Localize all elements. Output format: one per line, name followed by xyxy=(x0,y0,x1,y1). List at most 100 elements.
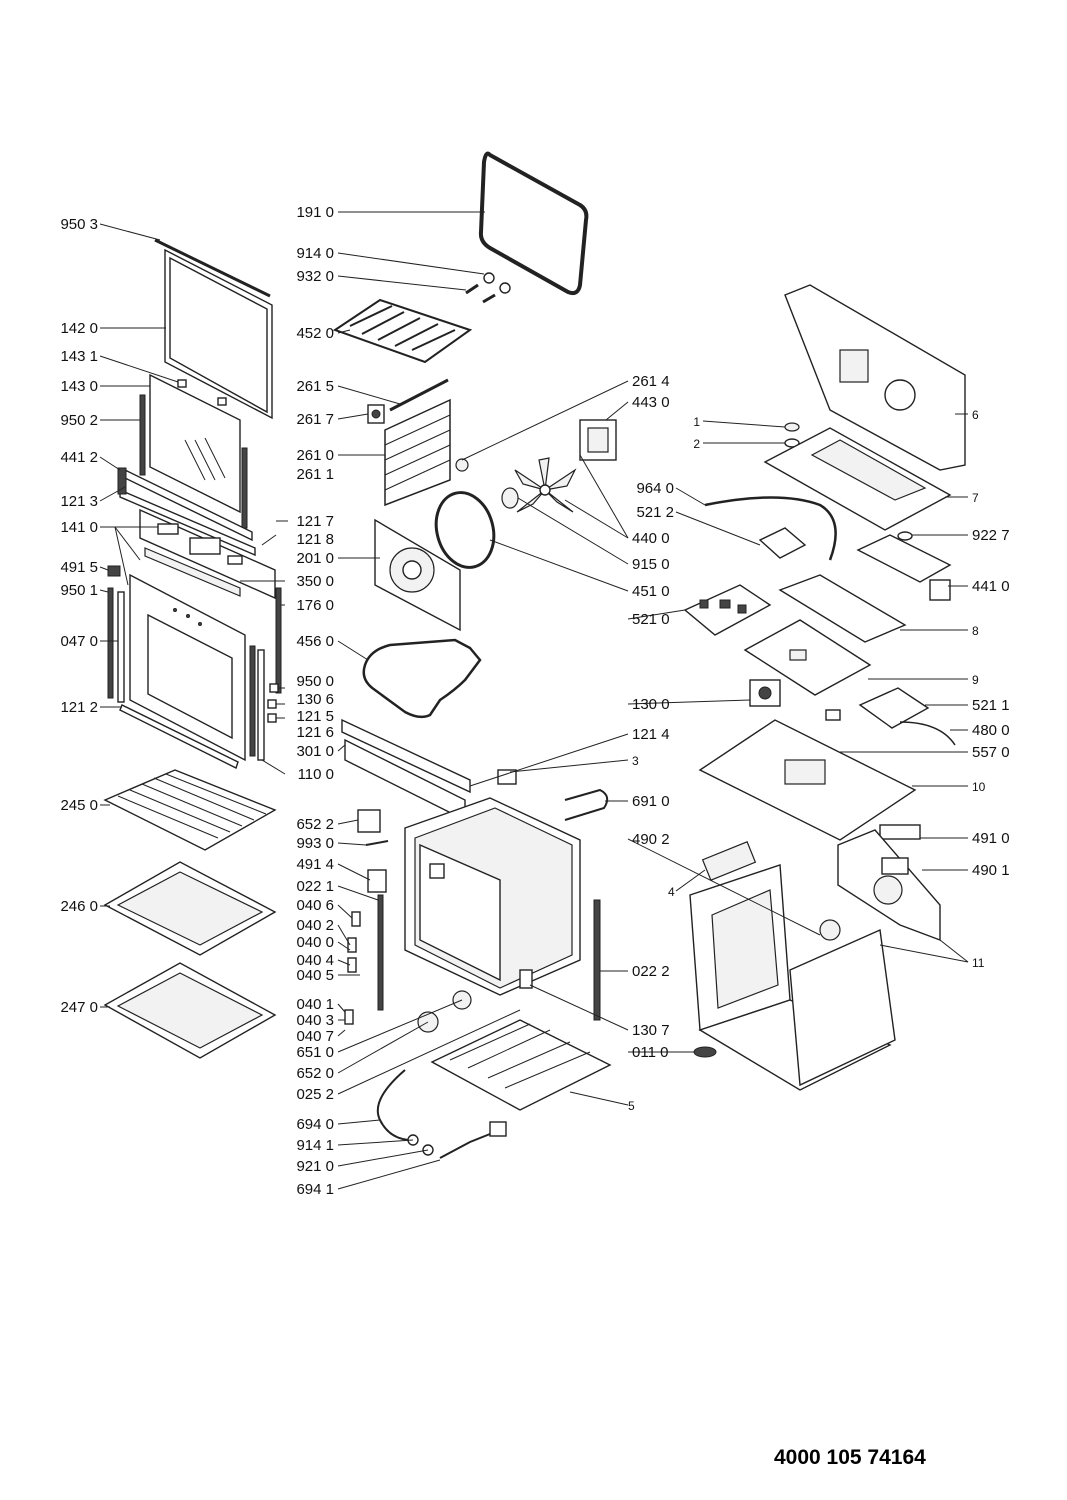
callout-label: 950 1 xyxy=(60,582,98,599)
callout-label: 993 0 xyxy=(296,835,334,852)
callout-label: 176 0 xyxy=(296,597,334,614)
callout-label: 1 xyxy=(693,415,700,429)
callout-label: 301 0 xyxy=(296,743,334,760)
callout-label: 022 2 xyxy=(632,963,670,980)
callout-label: 121 7 xyxy=(296,513,334,530)
callout-label: 456 0 xyxy=(296,633,334,650)
callout-label: 521 1 xyxy=(972,697,1010,714)
callout-label: 350 0 xyxy=(296,573,334,590)
callout-label: 110 0 xyxy=(298,766,334,783)
callout-label: 922 7 xyxy=(972,527,1010,544)
housing-and-brackets xyxy=(689,284,966,1091)
callout-label: 2 xyxy=(693,437,700,451)
door-assembly xyxy=(107,238,282,769)
callout-label: 121 2 xyxy=(60,699,98,716)
callout-label: 440 0 xyxy=(632,530,670,547)
callout-label: 025 2 xyxy=(296,1086,334,1103)
middle-callouts: 261 4 443 0 440 0 915 0 451 0 521 0 130 … xyxy=(628,373,675,1113)
callout-label: 121 3 xyxy=(60,493,98,510)
callout-label: 246 0 xyxy=(60,898,98,915)
callout-label: 6 xyxy=(972,408,979,422)
callout-label: 452 0 xyxy=(296,325,334,342)
callout-label: 491 0 xyxy=(972,830,1010,847)
callout-label: 247 0 xyxy=(60,999,98,1016)
callout-label: 040 4 xyxy=(296,952,334,969)
oven-cavity xyxy=(341,718,612,1159)
callout-label: 141 0 xyxy=(60,519,98,536)
callout-label: 652 0 xyxy=(296,1065,334,1082)
fan-motor-and-controls xyxy=(501,419,837,707)
callout-label: 121 8 xyxy=(296,531,334,548)
callout-label: 261 0 xyxy=(296,447,334,464)
callout-label: 7 xyxy=(972,491,979,505)
callout-label: 040 6 xyxy=(296,897,334,914)
callout-label: 040 3 xyxy=(296,1012,334,1029)
callout-label: 521 0 xyxy=(632,611,670,628)
callout-label: 040 0 xyxy=(296,934,334,951)
callout-label: 557 0 xyxy=(972,744,1010,761)
callout-label: 491 4 xyxy=(296,856,334,873)
callout-label: 040 2 xyxy=(296,917,334,934)
callout-label: 521 2 xyxy=(636,504,674,521)
document-number: 4000 105 74164 xyxy=(774,1446,926,1469)
callout-label: 10 xyxy=(972,780,986,794)
callout-label: 490 1 xyxy=(972,862,1010,879)
callout-label: 191 0 xyxy=(296,204,334,221)
callout-label: 5 xyxy=(628,1099,635,1113)
callout-label: 950 0 xyxy=(296,673,334,690)
callout-label: 964 0 xyxy=(636,480,674,497)
callout-label: 130 6 xyxy=(296,691,334,708)
callout-label: 921 0 xyxy=(296,1158,334,1175)
callout-label: 011 0 xyxy=(632,1044,668,1061)
oven-racks xyxy=(103,769,277,1059)
callout-label: 480 0 xyxy=(972,722,1010,739)
callout-label: 121 5 xyxy=(296,708,334,725)
callout-label: 443 0 xyxy=(632,394,670,411)
callout-label: 022 1 xyxy=(296,878,334,895)
callout-label: 694 1 xyxy=(296,1181,334,1198)
callout-label: 491 5 xyxy=(60,559,98,576)
callout-label: 914 1 xyxy=(296,1137,334,1154)
callout-label: 9 xyxy=(972,673,979,687)
callout-label: 651 0 xyxy=(296,1044,334,1061)
center-upper-callouts: 191 0 914 0 932 0 452 0 261 5 261 7 261 … xyxy=(296,204,334,783)
callout-label: 143 1 xyxy=(60,348,98,365)
callout-label: 950 3 xyxy=(60,216,98,233)
callout-label: 441 2 xyxy=(60,449,98,466)
callout-label: 201 0 xyxy=(296,550,334,567)
callout-label: 694 0 xyxy=(296,1116,334,1133)
callout-label: 261 7 xyxy=(296,411,334,428)
callout-label: 652 2 xyxy=(296,816,334,833)
callout-label: 142 0 xyxy=(60,320,98,337)
callout-label: 441 0 xyxy=(972,578,1010,595)
callout-label: 121 4 xyxy=(632,726,670,743)
callout-label: 143 0 xyxy=(60,378,98,395)
callout-label: 261 1 xyxy=(296,466,334,483)
callout-label: 932 0 xyxy=(296,268,334,285)
callout-label: 130 7 xyxy=(632,1022,670,1039)
callout-label: 11 xyxy=(972,956,985,970)
callout-label: 261 4 xyxy=(632,373,670,390)
callout-label: 040 1 xyxy=(296,996,334,1013)
callout-label: 261 5 xyxy=(296,378,334,395)
callout-label: 047 0 xyxy=(60,633,98,650)
callout-label: 914 0 xyxy=(296,245,334,262)
callout-label: 451 0 xyxy=(632,583,670,600)
callout-label: 3 xyxy=(632,754,639,768)
callout-label: 691 0 xyxy=(632,793,670,810)
left-callouts: 950 3 142 0 143 1 143 0 950 2 441 2 121 … xyxy=(60,216,98,1016)
callout-label: 950 2 xyxy=(60,412,98,429)
callout-label: 915 0 xyxy=(632,556,670,573)
callout-label: 245 0 xyxy=(60,797,98,814)
center-lower-callouts: 652 2 993 0 491 4 022 1 040 6 040 2 040 … xyxy=(296,816,334,1198)
callout-label: 4 xyxy=(668,885,675,899)
callout-label: 121 6 xyxy=(296,724,334,741)
right-callouts: 1 2 6 7 922 7 441 0 8 9 521 1 480 0 557 … xyxy=(693,408,1009,970)
callout-label: 040 7 xyxy=(296,1028,334,1045)
callout-label: 040 5 xyxy=(296,967,334,984)
callout-label: 130 0 xyxy=(632,696,670,713)
callout-label: 8 xyxy=(972,624,979,638)
callout-label: 490 2 xyxy=(632,831,670,848)
cavity-top-parts xyxy=(332,151,589,719)
